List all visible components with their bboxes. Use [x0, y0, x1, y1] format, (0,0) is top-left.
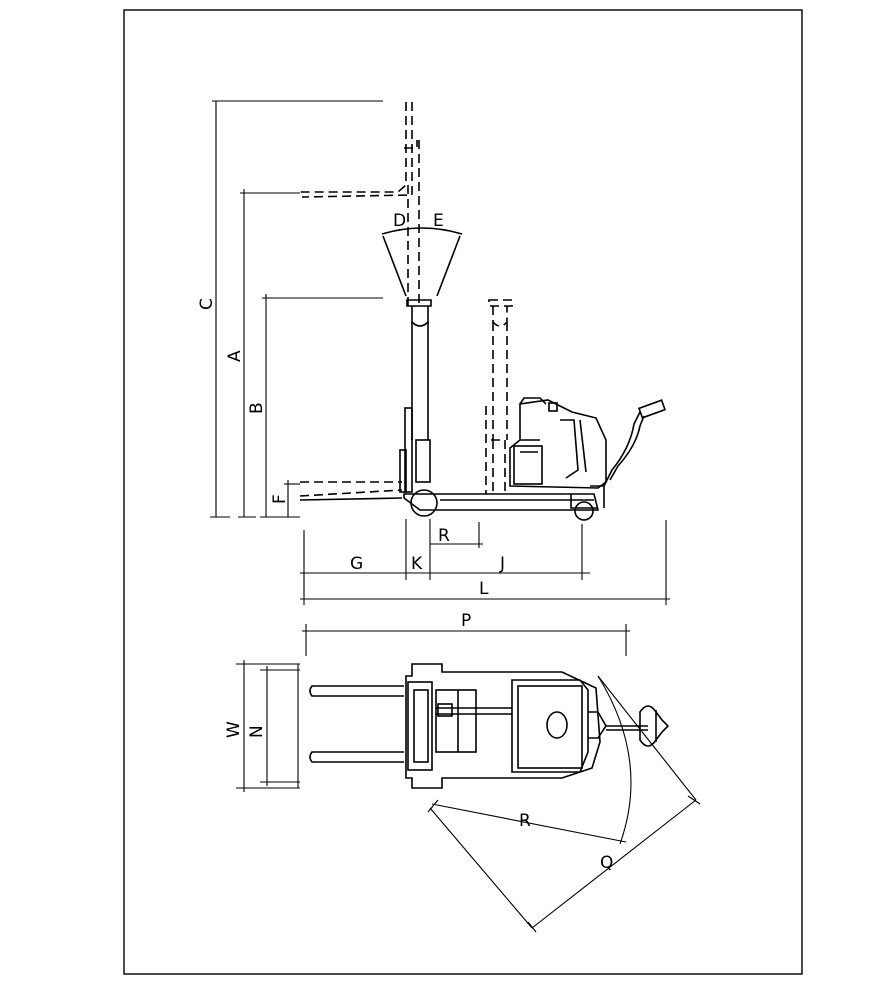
dimension-g-k-j: G K J — [300, 524, 590, 605]
turning-radius: R Q — [427, 675, 701, 933]
raised-mast — [300, 102, 420, 306]
label-p: P — [461, 611, 471, 631]
dimension-f: F — [270, 480, 300, 517]
label-r-side: R — [438, 526, 450, 546]
tilt-arc: D E — [381, 211, 463, 297]
rear-mast-alt — [485, 299, 513, 494]
label-a: A — [225, 350, 245, 362]
dimension-a: A — [225, 189, 300, 518]
forks-top — [309, 685, 404, 763]
body-top — [405, 663, 607, 789]
dimension-c: C — [197, 100, 383, 518]
label-n: N — [247, 725, 267, 738]
drawing-frame — [123, 9, 803, 975]
label-d: D — [393, 211, 406, 231]
dimension-b: B — [247, 294, 383, 518]
label-b: B — [247, 402, 267, 414]
side-view: C A B F — [197, 100, 670, 605]
mast — [399, 299, 432, 493]
label-g: G — [350, 554, 363, 574]
drive-unit — [509, 397, 607, 489]
dimension-r-side: R — [405, 519, 483, 580]
top-view: P W N — [224, 611, 701, 933]
label-k: K — [411, 554, 423, 574]
dimension-l: L — [300, 520, 670, 605]
forks-side — [299, 481, 403, 501]
label-e: E — [433, 211, 444, 231]
dimension-w-n: W N — [224, 660, 300, 792]
label-l: L — [479, 579, 489, 599]
label-j: J — [499, 554, 505, 574]
chassis — [403, 485, 605, 521]
label-r-top: R — [519, 811, 531, 831]
label-w: W — [224, 721, 244, 738]
dimension-p: P — [302, 611, 630, 656]
label-c: C — [197, 298, 217, 310]
tiller-handle — [603, 399, 667, 487]
label-q: Q — [600, 853, 613, 873]
label-f: F — [270, 494, 290, 504]
